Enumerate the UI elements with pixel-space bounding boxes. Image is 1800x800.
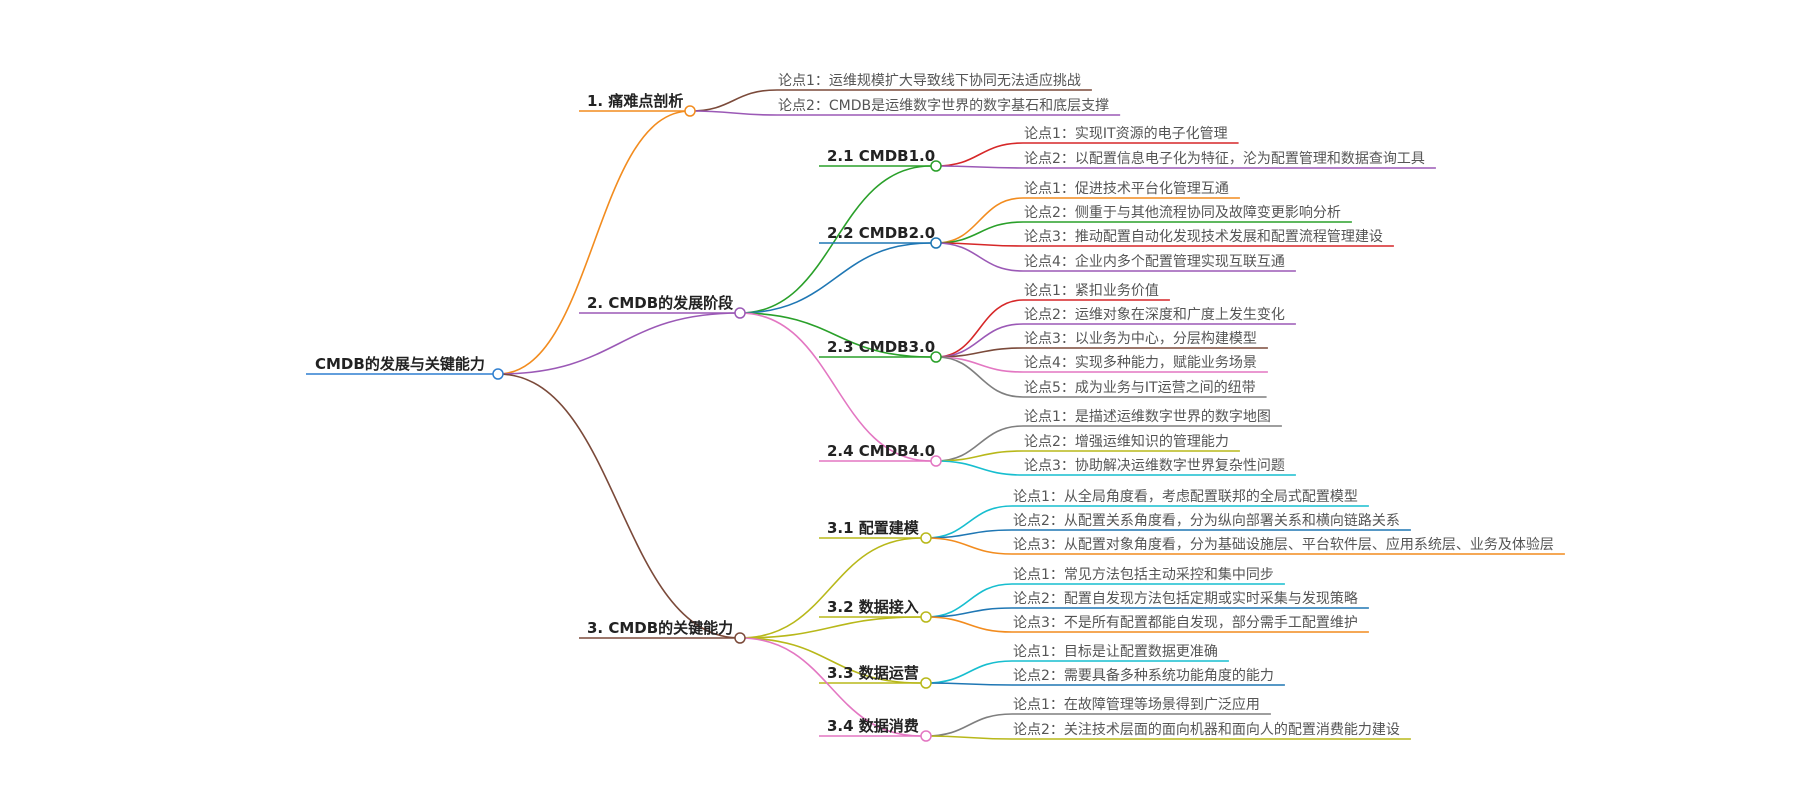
- leaf-connector: [689, 89, 778, 112]
- branch-connector: [497, 110, 691, 375]
- subbranch-collapse-toggle[interactable]: [920, 532, 932, 544]
- leaf-connector: [925, 537, 1013, 555]
- leaf-point: 论点2：关注技术层面的面向机器和面向人的配置消费能力建设: [1013, 722, 1400, 738]
- leaf-connector: [935, 242, 1024, 272]
- subbranch-title: 2.2 CMDB2.0: [827, 224, 935, 242]
- leaf-point: 论点1：是描述运维数字世界的数字地图: [1024, 409, 1271, 425]
- leaf-point: 论点2：侧重于与其他流程协同及故障变更影响分析: [1024, 205, 1341, 221]
- leaf-point: 论点1：紧扣业务价值: [1024, 283, 1159, 299]
- leaf-connector: [689, 110, 778, 116]
- leaf-point: 论点4：企业内多个配置管理实现互联互通: [1024, 253, 1285, 270]
- leaf-connector: [925, 713, 1013, 737]
- leaf-point: 论点1：常见方法包括主动采控和集中同步: [1013, 566, 1274, 583]
- leaf-connector: [935, 221, 1024, 244]
- branch-collapse-toggle[interactable]: [734, 307, 746, 319]
- leaf-connector: [935, 197, 1024, 244]
- leaf-point: 论点1：运维规模扩大导致线下协同无法适应挑战: [778, 72, 1081, 89]
- subbranch-connector: [739, 616, 922, 639]
- leaf-point: 论点2：以配置信息电子化为特征，沦为配置管理和数据查询工具: [1024, 150, 1425, 167]
- leaf-point: 论点5：成为业务与IT运营之间的纽带: [1024, 380, 1256, 396]
- branch-collapse-toggle[interactable]: [684, 105, 696, 117]
- leaf-point: 论点1：实现IT资源的电子化管理: [1024, 126, 1228, 142]
- leaf-connector: [925, 682, 1013, 686]
- subbranch-title: 3.4 数据消费: [827, 717, 919, 735]
- subbranch-title: 3.2 数据接入: [827, 598, 919, 616]
- leaf-point: 论点3：协助解决运维数字世界复杂性问题: [1024, 457, 1285, 474]
- leaf-point: 论点2：配置自发现方法包括定期或实时采集与发现策略: [1013, 590, 1358, 607]
- subbranch-connector: [739, 312, 932, 462]
- subbranch-connector: [739, 537, 922, 639]
- leaf-point: 论点2：需要具备多种系统功能角度的能力: [1013, 667, 1274, 684]
- leaf-connector: [935, 425, 1024, 462]
- leaf-point: 论点2：运维对象在深度和广度上发生变化: [1024, 307, 1285, 323]
- subbranch-connector: [739, 637, 922, 737]
- leaf-point: 论点2：增强运维知识的管理能力: [1024, 433, 1229, 450]
- leaf-point: 论点2：CMDB是运维数字世界的数字基石和底层支撑: [778, 97, 1109, 114]
- subbranch-title: 2.3 CMDB3.0: [827, 338, 935, 356]
- subbranch-connector: [739, 312, 932, 358]
- leaf-connector: [935, 165, 1024, 169]
- branch-title: 3. CMDB的关键能力: [587, 619, 733, 637]
- leaf-point: 论点1：在故障管理等场景得到广泛应用: [1013, 696, 1260, 713]
- leaf-point: 论点3：以业务为中心，分层构建模型: [1024, 331, 1257, 347]
- branch-collapse-toggle[interactable]: [734, 632, 746, 644]
- leaf-connector: [935, 356, 1024, 373]
- subbranch-collapse-toggle[interactable]: [930, 237, 942, 249]
- root-topic: CMDB的发展与关键能力: [315, 355, 485, 373]
- subbranch-connector: [739, 637, 922, 684]
- leaf-point: 论点1：从全局角度看，考虑配置联邦的全局式配置模型: [1013, 488, 1358, 505]
- subbranch-collapse-toggle[interactable]: [920, 611, 932, 623]
- leaf-connector: [935, 299, 1024, 358]
- leaf-connector: [935, 142, 1024, 167]
- subbranch-collapse-toggle[interactable]: [930, 455, 942, 467]
- subbranch-title: 2.4 CMDB4.0: [827, 442, 935, 460]
- branch-connector: [497, 312, 741, 375]
- leaf-point: 论点4：实现多种能力，赋能业务场景: [1024, 354, 1257, 371]
- subbranch-collapse-toggle[interactable]: [930, 160, 942, 172]
- subbranch-title: 2.1 CMDB1.0: [827, 147, 935, 165]
- leaf-connector: [925, 616, 1013, 633]
- subbranch-connector: [739, 242, 932, 314]
- leaf-connector: [935, 356, 1024, 398]
- leaf-point: 论点1：促进技术平台化管理互通: [1024, 181, 1229, 197]
- branch-connector: [497, 373, 741, 639]
- subbranch-collapse-toggle[interactable]: [920, 730, 932, 742]
- leaf-point: 论点3：不是所有配置都能自发现，部分需手工配置维护: [1013, 615, 1358, 631]
- leaf-point: 论点3：推动配置自动化发现技术发展和配置流程管理建设: [1024, 229, 1383, 245]
- subbranch-connector: [739, 165, 932, 314]
- leaf-point: 论点1：目标是让配置数据更准确: [1013, 644, 1218, 660]
- branch-title: 2. CMDB的发展阶段: [587, 294, 733, 312]
- leaf-connector: [925, 735, 1013, 740]
- subbranch-title: 3.3 数据运营: [827, 664, 919, 682]
- root-collapse-toggle[interactable]: [492, 368, 504, 380]
- branch-title: 1. 痛难点剖析: [587, 92, 683, 110]
- subbranch-collapse-toggle[interactable]: [920, 677, 932, 689]
- subbranch-title: 3.1 配置建模: [827, 519, 920, 537]
- leaf-connector: [925, 660, 1013, 684]
- subbranch-collapse-toggle[interactable]: [930, 351, 942, 363]
- leaf-point: 论点2：从配置关系角度看，分为纵向部署关系和横向链路关系: [1013, 513, 1400, 529]
- leaf-point: 论点3：从配置对象角度看，分为基础设施层、平台软件层、应用系统层、业务及体验层: [1013, 536, 1554, 553]
- leaf-connector: [935, 460, 1024, 476]
